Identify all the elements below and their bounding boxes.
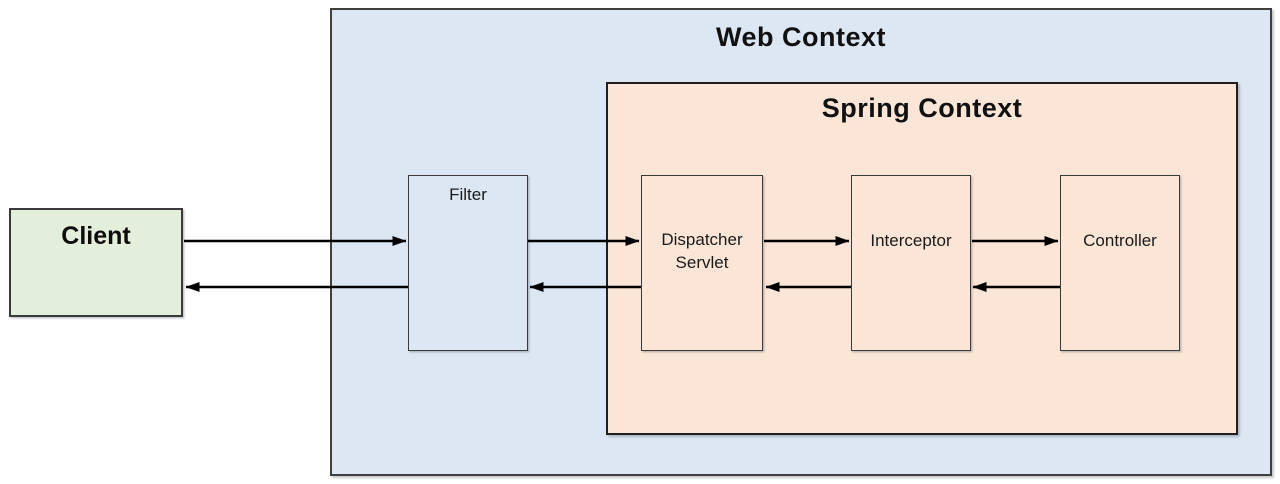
controller-label: Controller bbox=[1083, 231, 1157, 250]
dispatcher-servlet-label: Dispatcher Servlet bbox=[661, 230, 743, 272]
interceptor-label: Interceptor bbox=[870, 231, 952, 250]
node-filter: Filter bbox=[408, 175, 528, 351]
spring-context-title: Spring Context bbox=[821, 93, 1023, 123]
node-controller: Controller bbox=[1060, 175, 1180, 351]
filter-label: Filter bbox=[449, 185, 487, 204]
node-interceptor: Interceptor bbox=[851, 175, 971, 351]
client-label: Client bbox=[61, 222, 131, 250]
node-dispatcher-servlet: Dispatcher Servlet bbox=[641, 175, 763, 351]
web-context-title: Web Context bbox=[715, 22, 886, 52]
node-client: Client bbox=[9, 208, 183, 317]
